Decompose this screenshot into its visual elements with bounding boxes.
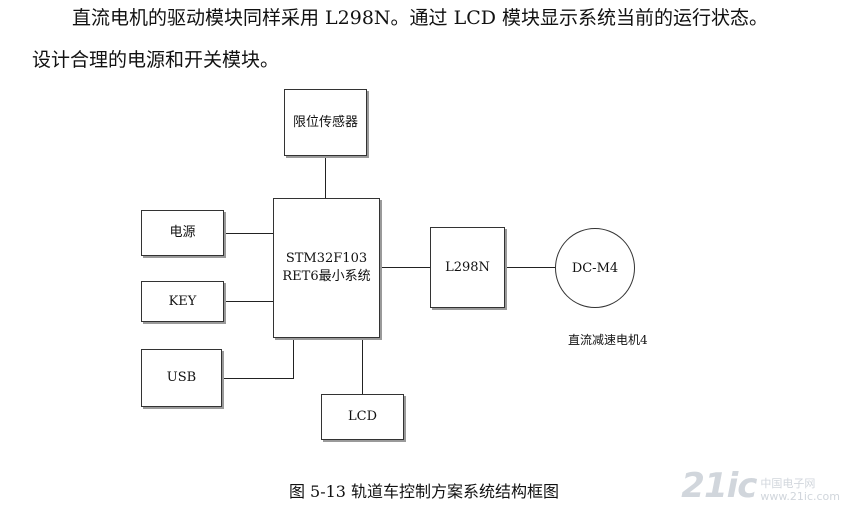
key-label: KEY (168, 293, 197, 309)
watermark-site-url: www.21ic.com (760, 490, 840, 503)
watermark-logo-text: 21ic (681, 466, 757, 506)
mcu-label: STM32F103RET6最小系统 (282, 251, 371, 284)
l298n-driver-label: L298N (445, 259, 490, 275)
usb-label: USB (166, 370, 197, 385)
connector-mcu-driver (380, 267, 430, 268)
watermark-site-cn: 中国电子网 (760, 477, 816, 490)
power-label: 电源 (169, 225, 196, 240)
l298n-driver-block: L298N (430, 227, 505, 308)
limit-sensor-label: 限位传感器 (293, 114, 359, 130)
connector-usb-horizontal (222, 378, 294, 379)
lcd-block: LCD (321, 394, 404, 440)
figure-caption: 图 5-13 轨道车控制方案系统结构框图 (288, 482, 560, 501)
body-text-line-1: 直流电机的驱动模块同样采用 L298N。通过 LCD 模块显示系统当前的运行状态… (72, 7, 769, 29)
dc-motor-circle: DC-M4 (555, 228, 635, 308)
usb-block: USB (141, 349, 222, 407)
body-text-line-2: 设计合理的电源和开关模块。 (32, 49, 280, 71)
power-block: 电源 (141, 210, 224, 256)
dc-motor-label: DC-M4 (571, 260, 619, 276)
connector-sensor-mcu (325, 156, 326, 198)
connector-mcu-lcd (362, 338, 363, 394)
connector-usb-vertical (293, 338, 294, 378)
lcd-label: LCD (347, 409, 377, 424)
connector-power-mcu (224, 233, 273, 234)
key-block: KEY (141, 281, 224, 322)
connector-driver-motor (505, 267, 555, 268)
limit-sensor-block: 限位传感器 (284, 89, 367, 156)
mcu-block: STM32F103RET6最小系统 (273, 198, 380, 338)
connector-key-mcu (224, 301, 273, 302)
watermark-logo: 21ic 中国电子网 www.21ic.com (681, 469, 840, 503)
motor-caption: 直流减速电机4 (568, 333, 648, 347)
